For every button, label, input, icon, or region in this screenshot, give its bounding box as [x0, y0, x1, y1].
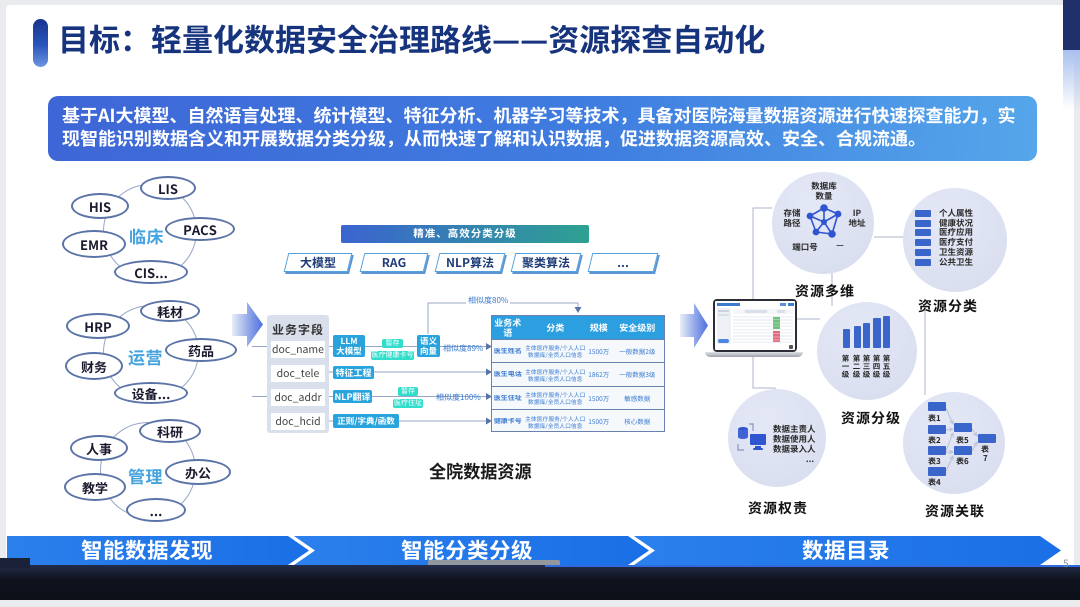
svg-text:表2: 表2	[928, 435, 941, 446]
svg-text:表6: 表6	[956, 456, 969, 467]
svg-text:表: 表	[981, 444, 989, 455]
svg-text:表4: 表4	[928, 477, 941, 488]
svg-text:表5: 表5	[956, 435, 969, 446]
svg-text:表3: 表3	[928, 456, 941, 467]
svg-text:7: 7	[983, 453, 988, 464]
svg-text:表1: 表1	[928, 413, 941, 424]
